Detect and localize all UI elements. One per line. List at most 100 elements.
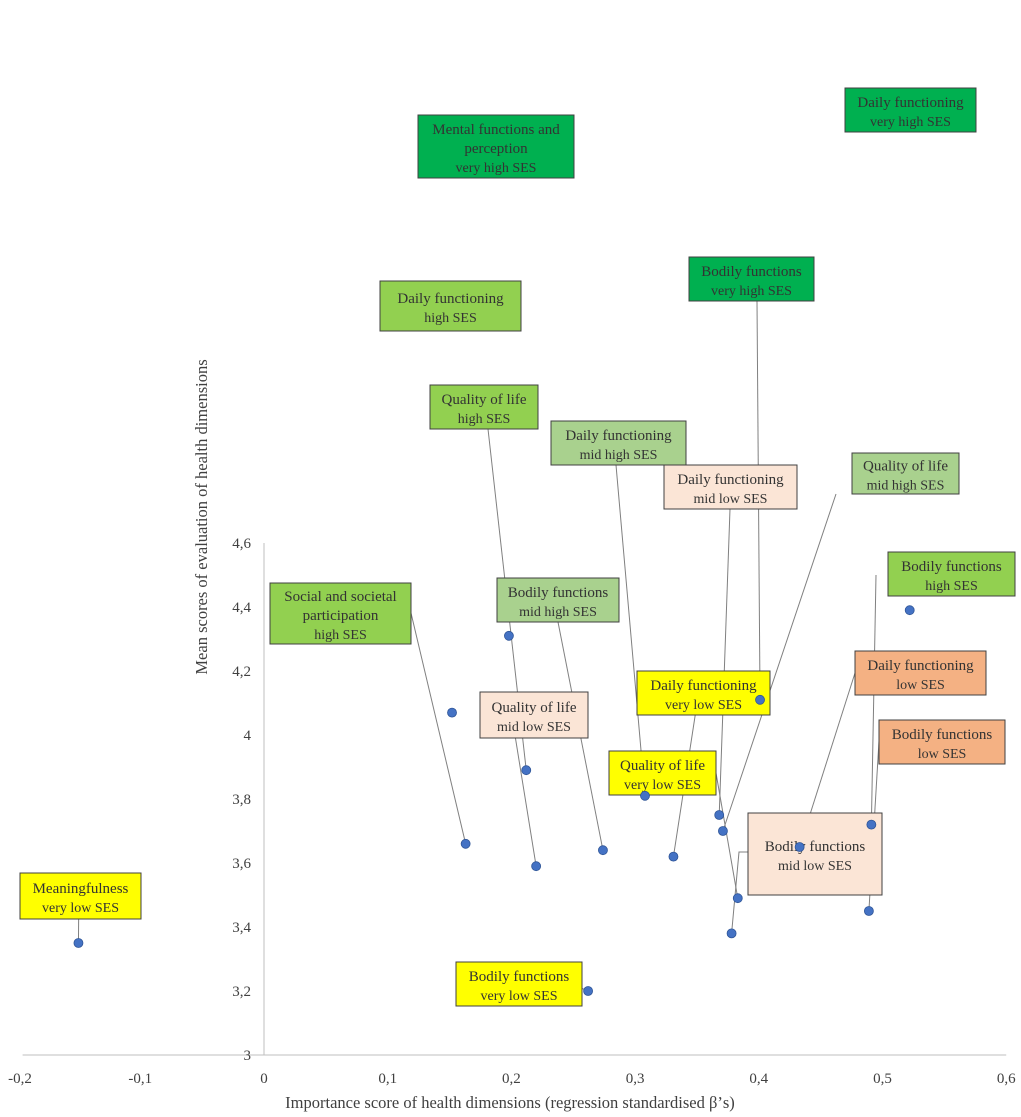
label-dimension: Bodily functions — [765, 839, 866, 855]
data-point — [447, 707, 457, 718]
x-tick-label: 0,5 — [873, 1071, 892, 1087]
label-dimension: Daily functioning — [857, 95, 964, 111]
data-point — [521, 765, 532, 776]
label-group: high SES — [424, 311, 477, 326]
label-box — [851, 452, 960, 495]
point-label: Bodily functions very low SES — [455, 961, 583, 1007]
leader-line — [715, 772, 739, 899]
y-tick-label: 4,6 — [232, 536, 251, 552]
label-dimension: Bodily functions — [901, 559, 1002, 575]
data-point — [863, 906, 874, 916]
label-box — [688, 256, 815, 302]
x-tick-label: -0,2 — [8, 1071, 32, 1087]
label-group: high SES — [925, 579, 978, 594]
data-point — [73, 938, 84, 948]
label-box — [854, 650, 987, 696]
y-tick-label: 3,4 — [232, 920, 251, 936]
data-point — [726, 928, 737, 939]
y-axis-title: Mean scores of evaluation of health dime… — [192, 359, 211, 674]
data-point — [583, 986, 593, 996]
label-dimension: Meaningfulness — [33, 881, 129, 897]
point-label: Daily functioning mid low SES — [663, 464, 798, 510]
point-label: Bodily functions high SES — [887, 551, 1016, 597]
point-label: Bodily functions low SES — [878, 719, 1006, 765]
point-label: Quality of life very low SES — [608, 750, 717, 796]
data-point — [531, 861, 542, 872]
point-label: Quality of life mid low SES — [479, 691, 589, 739]
label-group: very low SES — [481, 989, 558, 1004]
label-dimension: Quality of life — [620, 758, 705, 774]
label-group: high SES — [314, 628, 367, 643]
label-dimension: Quality of life — [492, 700, 577, 716]
label-group: very high SES — [711, 284, 792, 299]
data-point — [668, 851, 679, 862]
leader-line — [722, 493, 837, 832]
label-group: mid high SES — [580, 448, 658, 463]
point-label: Meaningfulness very low SES — [19, 872, 142, 920]
label-group: low SES — [918, 747, 967, 762]
label-box — [496, 577, 620, 623]
label-group: very low SES — [665, 698, 742, 713]
x-tick-label: 0,4 — [749, 1071, 768, 1087]
label-group: mid low SES — [497, 720, 571, 735]
label-dimension: Bodily functions — [701, 264, 802, 280]
label-dimension: Quality of life — [442, 392, 527, 408]
point-label: Daily functioning high SES — [379, 280, 522, 332]
label-dimension: Bodily functions — [892, 727, 993, 743]
label-box — [747, 812, 883, 896]
y-tick-label: 4 — [244, 728, 252, 744]
label-dimension: Bodily functions — [469, 969, 570, 985]
label-box — [663, 464, 798, 510]
label-box — [417, 114, 575, 179]
label-box — [887, 551, 1016, 597]
data-point — [504, 630, 514, 641]
x-tick-label: 0,3 — [626, 1071, 645, 1087]
label-group: low SES — [896, 678, 945, 693]
y-tick-label: 4,4 — [232, 600, 251, 616]
label-group: very high SES — [870, 115, 951, 130]
y-tick-label: 3,8 — [232, 792, 251, 808]
label-box — [608, 750, 717, 796]
label-group: mid low SES — [694, 492, 768, 507]
label-dimension: Daily functioning — [677, 472, 784, 488]
x-axis-title: Importance score of health dimensions (r… — [285, 1093, 735, 1112]
leader-line — [731, 851, 748, 934]
data-point — [714, 810, 725, 820]
leader-line — [870, 574, 877, 825]
label-group: very low SES — [624, 778, 701, 793]
label-box — [878, 719, 1006, 765]
label-dimension: Quality of life — [863, 459, 948, 475]
label-box — [429, 384, 539, 430]
leader-line — [718, 508, 731, 816]
data-points — [73, 605, 915, 996]
leader-line — [410, 612, 467, 844]
label-box — [455, 961, 583, 1007]
data-point — [866, 819, 877, 830]
point-label: Bodily functions very high SES — [688, 256, 815, 302]
label-group: very low SES — [42, 901, 119, 916]
x-tick-label: 0,2 — [502, 1071, 521, 1087]
label-box — [269, 582, 412, 645]
data-point — [640, 790, 650, 801]
leader-line — [615, 464, 646, 796]
label-dimension: Daily functioning — [397, 291, 504, 307]
data-point — [755, 694, 765, 705]
x-tick-label: 0,6 — [997, 1071, 1016, 1087]
label-box — [19, 872, 142, 920]
y-tick-label: 3 — [244, 1048, 252, 1064]
label-group: very high SES — [456, 161, 537, 176]
data-point — [904, 605, 915, 616]
label-group: mid high SES — [519, 605, 597, 620]
data-point — [598, 845, 608, 856]
label-box — [550, 420, 687, 466]
x-tick-label: -0,1 — [128, 1071, 152, 1087]
